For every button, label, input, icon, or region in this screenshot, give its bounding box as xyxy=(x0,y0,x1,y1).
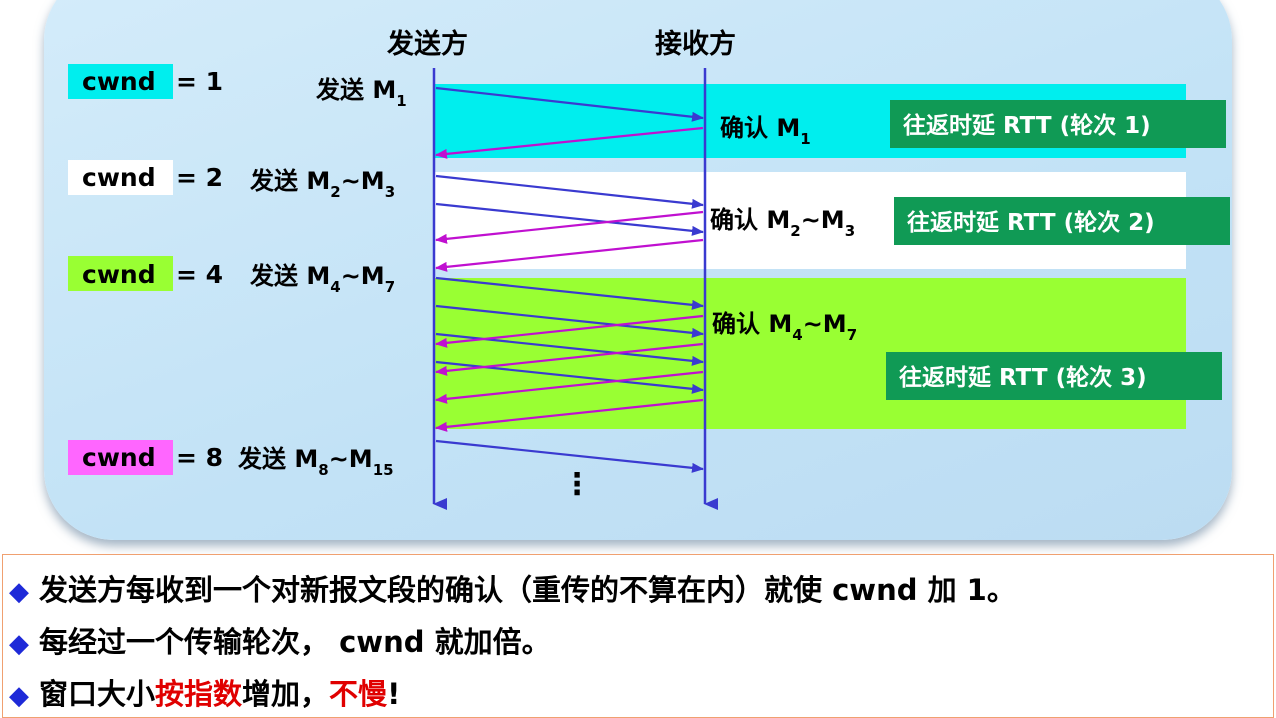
cwnd-value-2: = 2 xyxy=(176,163,223,192)
bullet-2: ◆ 每经过一个传输轮次， cwnd 就加倍。 xyxy=(9,619,551,661)
cwnd-tag-3: cwnd xyxy=(82,260,156,289)
rtt-box-2 xyxy=(894,197,1230,245)
cwnd-tag-1-bg xyxy=(68,64,173,99)
cwnd-tag-2: cwnd xyxy=(82,163,156,192)
ack-arrow-m6 xyxy=(435,370,704,404)
data-arrow-m5 xyxy=(435,304,704,338)
ack-arrow-m1 xyxy=(435,126,704,159)
data-arrow-m2 xyxy=(435,174,704,209)
ack-arrow-m3 xyxy=(435,238,704,272)
rtt-box-1 xyxy=(890,100,1226,148)
rtt-label-1: 往返时延 RTT (轮次 1) xyxy=(903,112,1151,139)
diamond-icon: ◆ xyxy=(9,577,29,607)
slow-start-diagram: 发送方 接收方 cwnd = 1 cwnd = 2 cwnd = 4 cwnd … xyxy=(68,28,1230,510)
cwnd-tag-4-bg xyxy=(68,440,173,475)
cwnd-value-3: = 4 xyxy=(176,260,223,289)
data-arrow-m3 xyxy=(435,202,704,236)
diamond-icon: ◆ xyxy=(9,629,29,659)
send-label-1: 发送 M1 xyxy=(315,76,407,110)
cwnd-tag-1: cwnd xyxy=(82,67,156,96)
summary-box: ◆ 发送方每收到一个对新报文段的确认（重传的不算在内）就使 cwnd 加 1。 ◆… xyxy=(2,554,1274,718)
cwnd-tag-4: cwnd xyxy=(82,443,156,472)
ack-arrow-m2 xyxy=(435,210,704,244)
rtt-box-3 xyxy=(886,352,1222,400)
ack-label-2: 确认 M2~M3 xyxy=(710,206,855,240)
ack-arrow-m7 xyxy=(435,398,704,432)
send-label-4: 发送 M8~M15 xyxy=(237,445,394,479)
send-label-2: 发送 M2~M3 xyxy=(249,167,395,201)
send-label-3: 发送 M4~M7 xyxy=(249,262,395,296)
bullet-3-pre: 窗口大小 xyxy=(39,677,156,711)
ack-arrow-m4 xyxy=(435,314,704,348)
bullet-1: ◆ 发送方每收到一个对新报文段的确认（重传的不算在内）就使 cwnd 加 1。 xyxy=(9,567,1016,609)
diamond-icon: ◆ xyxy=(9,681,29,711)
ack-label-1: 确认 M1 xyxy=(720,114,811,148)
ack-arrow-m5 xyxy=(435,342,704,376)
receiver-header: 接收方 xyxy=(655,28,736,60)
ack-label-3: 确认 M4~M7 xyxy=(712,310,857,344)
data-arrow-m8 xyxy=(435,439,704,473)
bullet-3-mid: 增加， xyxy=(242,677,330,711)
cwnd-tag-3-bg xyxy=(68,256,173,291)
bullet-3-highlight-2: 不慢 xyxy=(329,677,388,711)
data-arrow-m1 xyxy=(435,86,704,122)
rtt-label-2: 往返时延 RTT (轮次 2) xyxy=(907,209,1155,236)
bullet-3: ◆ 窗口大小按指数增加，不慢! xyxy=(9,671,400,713)
sender-header: 发送方 xyxy=(386,28,468,60)
bullet-3-highlight-1: 按指数 xyxy=(155,677,243,711)
bullet-1-text: 发送方每收到一个对新报文段的确认（重传的不算在内）就使 cwnd 加 1。 xyxy=(39,573,1016,607)
cwnd-value-1: = 1 xyxy=(176,67,223,96)
ellipsis: ⋮ xyxy=(562,467,592,502)
bullet-3-post: ! xyxy=(387,677,401,711)
bullet-2-text: 每经过一个传输轮次， cwnd 就加倍。 xyxy=(39,625,551,659)
cwnd-tag-2-bg xyxy=(68,160,173,195)
rtt-label-3: 往返时延 RTT (轮次 3) xyxy=(899,364,1147,391)
cwnd-value-4: = 8 xyxy=(176,443,223,472)
data-arrow-m4 xyxy=(435,276,704,310)
